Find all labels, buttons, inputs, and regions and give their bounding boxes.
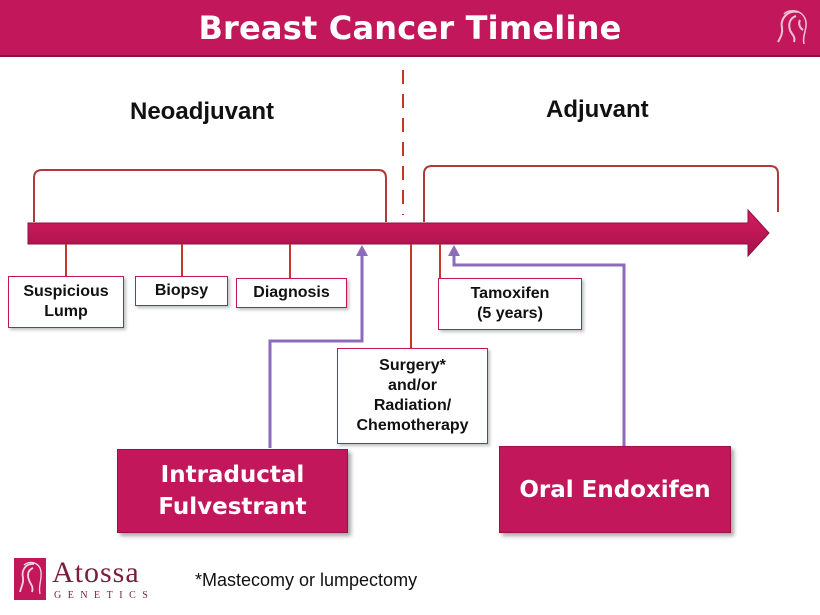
fulvestrant-arrowhead xyxy=(356,245,368,256)
fulvestrant-arrow xyxy=(268,254,364,448)
neoadjuvant-label: Neoadjuvant xyxy=(130,98,275,125)
event-suspicious-lump: Suspicious Lump xyxy=(8,276,124,328)
endoxifen-arrow xyxy=(452,254,626,446)
brand-name: Atossa xyxy=(52,556,140,589)
adjuvant-bracket xyxy=(423,165,779,222)
therapy-fulvestrant: Intraductal Fulvestrant xyxy=(117,449,348,533)
woman-profile-logo-icon xyxy=(777,9,807,45)
title-bar: Breast Cancer Timeline xyxy=(0,0,820,57)
timeline-arrow xyxy=(27,208,770,258)
brand-subtitle: GENETICS xyxy=(54,590,155,601)
page-title: Breast Cancer Timeline xyxy=(198,8,622,47)
event-biopsy: Biopsy xyxy=(135,276,228,306)
event-tamoxifen: Tamoxifen (5 years) xyxy=(438,278,582,330)
therapy-endoxifen: Oral Endoxifen xyxy=(499,446,731,533)
footnote: *Mastecomy or lumpectomy xyxy=(195,570,418,590)
adjuvant-label: Adjuvant xyxy=(546,96,649,123)
neoadjuvant-bracket xyxy=(33,169,387,222)
endoxifen-arrowhead xyxy=(448,245,460,256)
woman-profile-logo-icon xyxy=(14,558,46,600)
event-diagnosis: Diagnosis xyxy=(236,278,347,308)
event-surgery: Surgery* and/or Radiation/ Chemotherapy xyxy=(337,348,488,444)
